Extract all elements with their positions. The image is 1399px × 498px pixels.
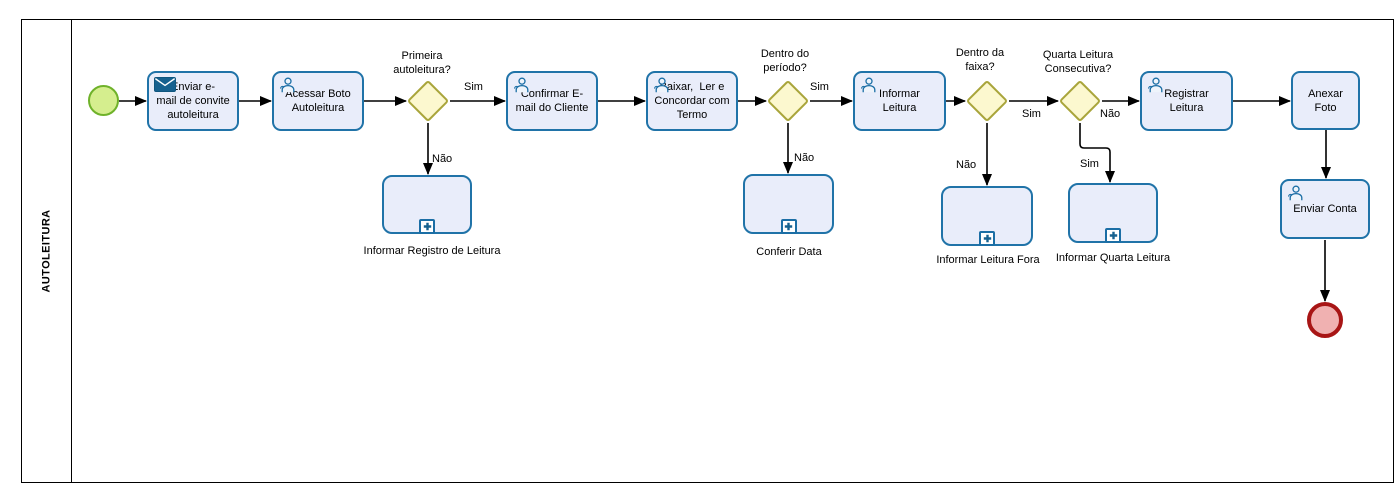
task-label: Anexar Foto: [1308, 87, 1343, 114]
plus-icon[interactable]: [419, 219, 435, 234]
task-label: Enviar e- mail de convite autoleitura: [156, 81, 230, 121]
task-acessar-boto-autoleitura[interactable]: Acessar Boto Autoleitura: [272, 71, 364, 131]
task-anexar-foto[interactable]: Anexar Foto: [1291, 71, 1360, 130]
task-registrar-leitura[interactable]: Registrar Leitura: [1140, 71, 1233, 131]
subprocess-informar-quarta-leitura[interactable]: [1068, 183, 1158, 243]
plus-icon[interactable]: [780, 219, 797, 234]
branch-label-sim: Sim: [1022, 108, 1041, 120]
task-label: Acessar Boto Autoleitura: [285, 88, 351, 114]
task-label: Confirmar E- mail do Cliente: [515, 88, 589, 114]
user-icon: [1148, 77, 1163, 93]
subprocess-informar-leitura-fora[interactable]: [941, 186, 1033, 246]
user-icon: [861, 77, 876, 93]
task-informar-leitura[interactable]: Informar Leitura: [853, 71, 946, 131]
task-enviar-conta[interactable]: Enviar Conta: [1280, 179, 1370, 239]
user-icon: [654, 77, 669, 93]
task-label: Enviar Conta: [1293, 203, 1357, 215]
lane-header: AUTOLEITURA: [22, 20, 72, 482]
subprocess-label: Informar Registro de Leitura: [363, 245, 501, 257]
task-baixar-ler-concordar-termo[interactable]: Baixar, Ler e Concordar com Termo: [646, 71, 738, 131]
plus-icon[interactable]: [979, 231, 995, 246]
gateway-label: Dentro da faixa?: [955, 47, 1005, 73]
subprocess-label: Conferir Data: [756, 246, 822, 258]
branch-label-nao: Não: [956, 159, 977, 171]
branch-label-nao: Não: [794, 152, 815, 164]
task-confirmar-email-cliente[interactable]: Confirmar E- mail do Cliente: [506, 71, 598, 131]
branch-label-nao: Não: [1100, 108, 1121, 120]
gateway-label: Quarta Leitura Consecutiva?: [1042, 49, 1114, 75]
branch-label-sim: Sim: [810, 81, 829, 93]
lane-label: AUTOLEITURA: [40, 209, 53, 293]
branch-label-nao: Não: [432, 153, 453, 165]
plus-icon[interactable]: [1105, 228, 1121, 243]
branch-label-sim: Sim: [1080, 158, 1099, 170]
subprocess-informar-registro-leitura[interactable]: [382, 175, 472, 234]
user-icon: [280, 77, 295, 93]
task-label: Registrar Leitura: [1164, 88, 1209, 114]
start-event[interactable]: [88, 85, 119, 116]
branch-label-sim: Sim: [464, 81, 483, 93]
subprocess-label: Informar Leitura Fora: [936, 254, 1040, 266]
task-enviar-email-convite[interactable]: Enviar e- mail de convite autoleitura: [147, 71, 239, 131]
end-event[interactable]: [1307, 302, 1343, 338]
subprocess-label: Informar Quarta Leitura: [1055, 252, 1171, 264]
gateway-label: Dentro do período?: [760, 48, 810, 74]
mail-icon: [154, 77, 176, 92]
task-label: Informar Leitura: [879, 88, 920, 114]
subprocess-conferir-data[interactable]: [743, 174, 834, 234]
user-icon: [1288, 185, 1303, 201]
user-icon: [514, 77, 529, 93]
gateway-label: Primeira autoleitura?: [393, 50, 451, 76]
